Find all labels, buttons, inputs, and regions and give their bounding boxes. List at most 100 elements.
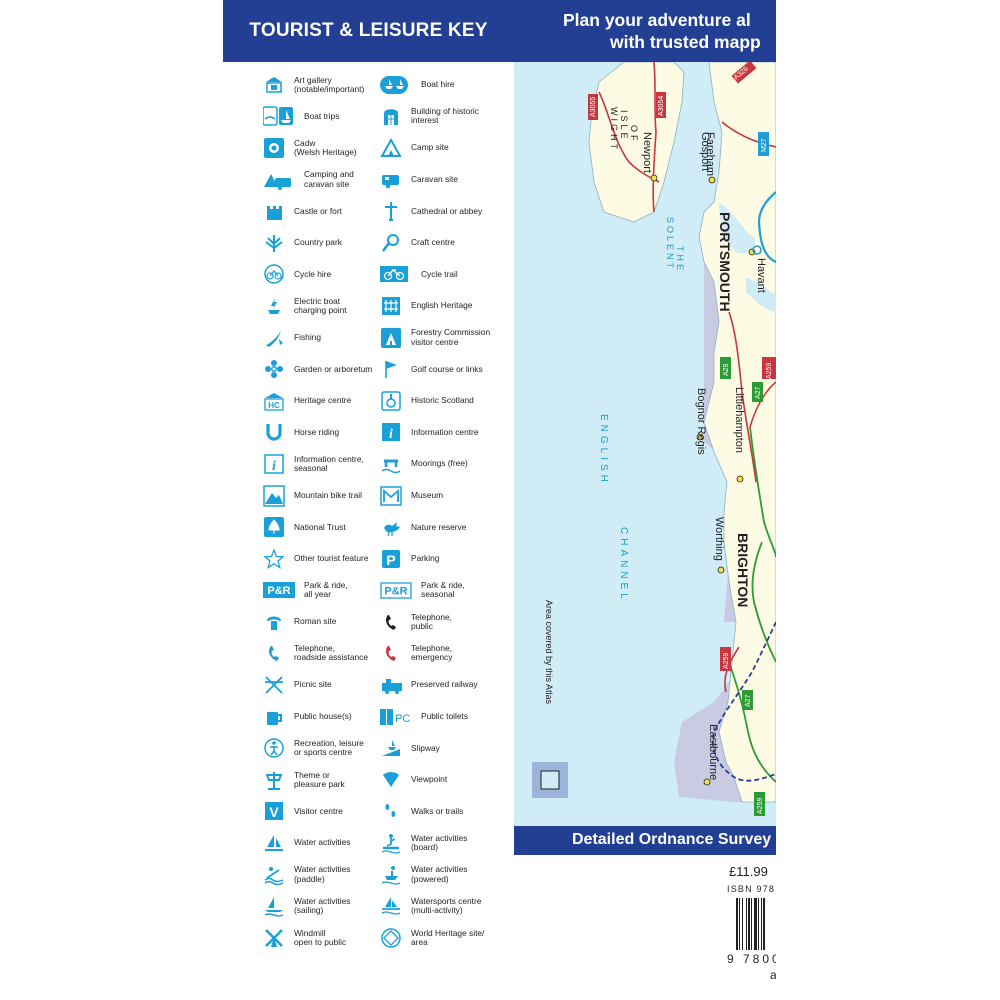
town-dot: [703, 778, 711, 786]
key-item-label: Castle or fort: [294, 205, 342, 216]
road-shield-a259c: A259: [754, 792, 765, 816]
key-item-info-seasonal: i Information centre, seasonal: [263, 448, 403, 480]
key-item-historic-building: Building of historic interest: [380, 101, 520, 133]
key-item-water-activities: Water activities: [263, 827, 403, 859]
road-shield-a3054: A3054: [656, 92, 666, 118]
road-green: [749, 426, 776, 558]
phone-roadside-icon: [263, 642, 285, 664]
label-english: ENGLISH: [598, 414, 609, 486]
key-item-english-heritage: English Heritage: [380, 290, 520, 322]
key-item-caravan: Caravan site: [380, 164, 520, 196]
water-activities-icon: [263, 832, 285, 854]
svg-text:A3054: A3054: [658, 96, 665, 116]
key-item-nature-reserve: Nature reserve: [380, 511, 520, 543]
svg-text:i: i: [389, 427, 393, 442]
key-item-label: Country park: [294, 237, 342, 248]
key-item-label: Public house(s): [294, 711, 352, 722]
info-seasonal-icon: i: [263, 453, 285, 475]
key-item-label: Horse riding: [294, 426, 340, 437]
barcode-bar: [748, 898, 750, 950]
key-item-label: Fishing: [294, 331, 321, 342]
key-column-left: Art gallery (notable/important) Boat trip…: [263, 69, 403, 954]
key-item-label: Camp site: [411, 142, 449, 153]
key-item-label: Other tourist feature: [294, 553, 369, 564]
barcode-digits: 9 7800: [727, 952, 776, 966]
country-park-icon: [263, 232, 285, 254]
key-item-label: Cycle trail: [421, 268, 458, 279]
label-isle: ISLE: [619, 110, 629, 142]
nature-reserve-icon: [380, 516, 402, 538]
barcode-bar: [758, 898, 759, 950]
key-item-art-gallery: Art gallery (notable/important): [263, 69, 403, 101]
road-red: [652, 62, 657, 213]
museum-icon: [380, 485, 402, 507]
key-item-craft-centre: Craft centre: [380, 227, 520, 259]
key-item-label: Parking: [411, 553, 440, 564]
boat-trips-icon: [263, 105, 295, 127]
svg-text:A259: A259: [766, 363, 773, 379]
key-item-label: Golf course or links: [411, 363, 483, 374]
town-dot: [717, 566, 725, 574]
barcode-bar: [736, 898, 738, 950]
place-brighton: BRIGHTON: [735, 533, 751, 607]
key-item-museum: Museum: [380, 480, 520, 512]
key-item-world-heritage: World Heritage site/ area: [380, 922, 520, 954]
town-dot: [696, 433, 704, 441]
roman-site-icon: [263, 611, 285, 633]
place-bognor-regis: Bognor Regis: [695, 388, 707, 455]
key-item-label: Roman site: [294, 616, 337, 627]
key-item-horse-riding: Horse riding: [263, 417, 403, 449]
key-item-recreation: Recreation, leisure or sports centre: [263, 732, 403, 764]
barcode-extra: a: [770, 968, 776, 982]
road-motorway: [757, 191, 776, 264]
key-item-cathedral: Cathedral or abbey: [380, 195, 520, 227]
barcode: [736, 898, 765, 950]
svg-text:i: i: [272, 459, 276, 474]
key-item-phone-public: Telephone, public: [380, 606, 520, 638]
moorings-icon: [380, 453, 402, 475]
road-shield-a27c: A27: [742, 690, 753, 710]
park-ride-seasonal-icon: P&R: [380, 579, 412, 601]
key-item-label: Water activities (powered): [411, 864, 468, 884]
key-item-national-trust: National Trust: [263, 511, 403, 543]
key-item-star: Other tourist feature: [263, 543, 403, 575]
svg-text:A27: A27: [755, 386, 762, 399]
svg-text:P: P: [386, 552, 395, 568]
svg-text:A259: A259: [723, 653, 730, 669]
key-item-label: Information centre, seasonal: [294, 453, 364, 473]
key-item-windmill: Windmill open to public: [263, 922, 403, 954]
key-item-label: Water activities: [294, 837, 351, 848]
garden-icon: [263, 358, 285, 380]
cathedral-icon: [380, 200, 402, 222]
key-item-slipway: Slipway: [380, 732, 520, 764]
tourist-leisure-key: TOURIST & LEISURE KEY Art gallery (notab…: [223, 0, 514, 1000]
key-item-label: Garden or arboretum: [294, 363, 373, 374]
mountain-bike-icon: [263, 484, 285, 507]
key-item-label: Information centre: [411, 426, 479, 437]
barcode-bar: [751, 898, 752, 950]
road-green: [751, 541, 776, 663]
key-item-water-paddle: Water activities (paddle): [263, 859, 403, 891]
place-newport: Newport: [641, 132, 653, 173]
key-item-viewpoint: Viewpoint: [380, 764, 520, 796]
top-banner: Plan your adventure al with trusted mapp: [514, 0, 776, 62]
key-item-water-powered: Water activities (powered): [380, 859, 520, 891]
portsmouth-harbour: [719, 202, 756, 254]
key-item-label: Cathedral or abbey: [411, 205, 483, 216]
svg-text:A259: A259: [757, 798, 764, 814]
place-worthing: Worthing: [713, 517, 725, 561]
english-heritage-icon: [380, 295, 402, 317]
key-item-label: Recreation, leisure or sports centre: [294, 738, 364, 758]
key-item-label: Boat trips: [304, 110, 340, 121]
info-icon: i: [380, 421, 402, 443]
key-item-railway: Preserved railway: [380, 669, 520, 701]
key-item-phone-emergency: Telephone, emergency: [380, 638, 520, 670]
barcode-bar: [761, 898, 762, 950]
key-item-label: Picnic site: [294, 679, 332, 690]
label-wight: WIGHT: [609, 107, 619, 152]
historic-scotland-icon: [380, 390, 402, 412]
town-dot: [708, 176, 716, 184]
